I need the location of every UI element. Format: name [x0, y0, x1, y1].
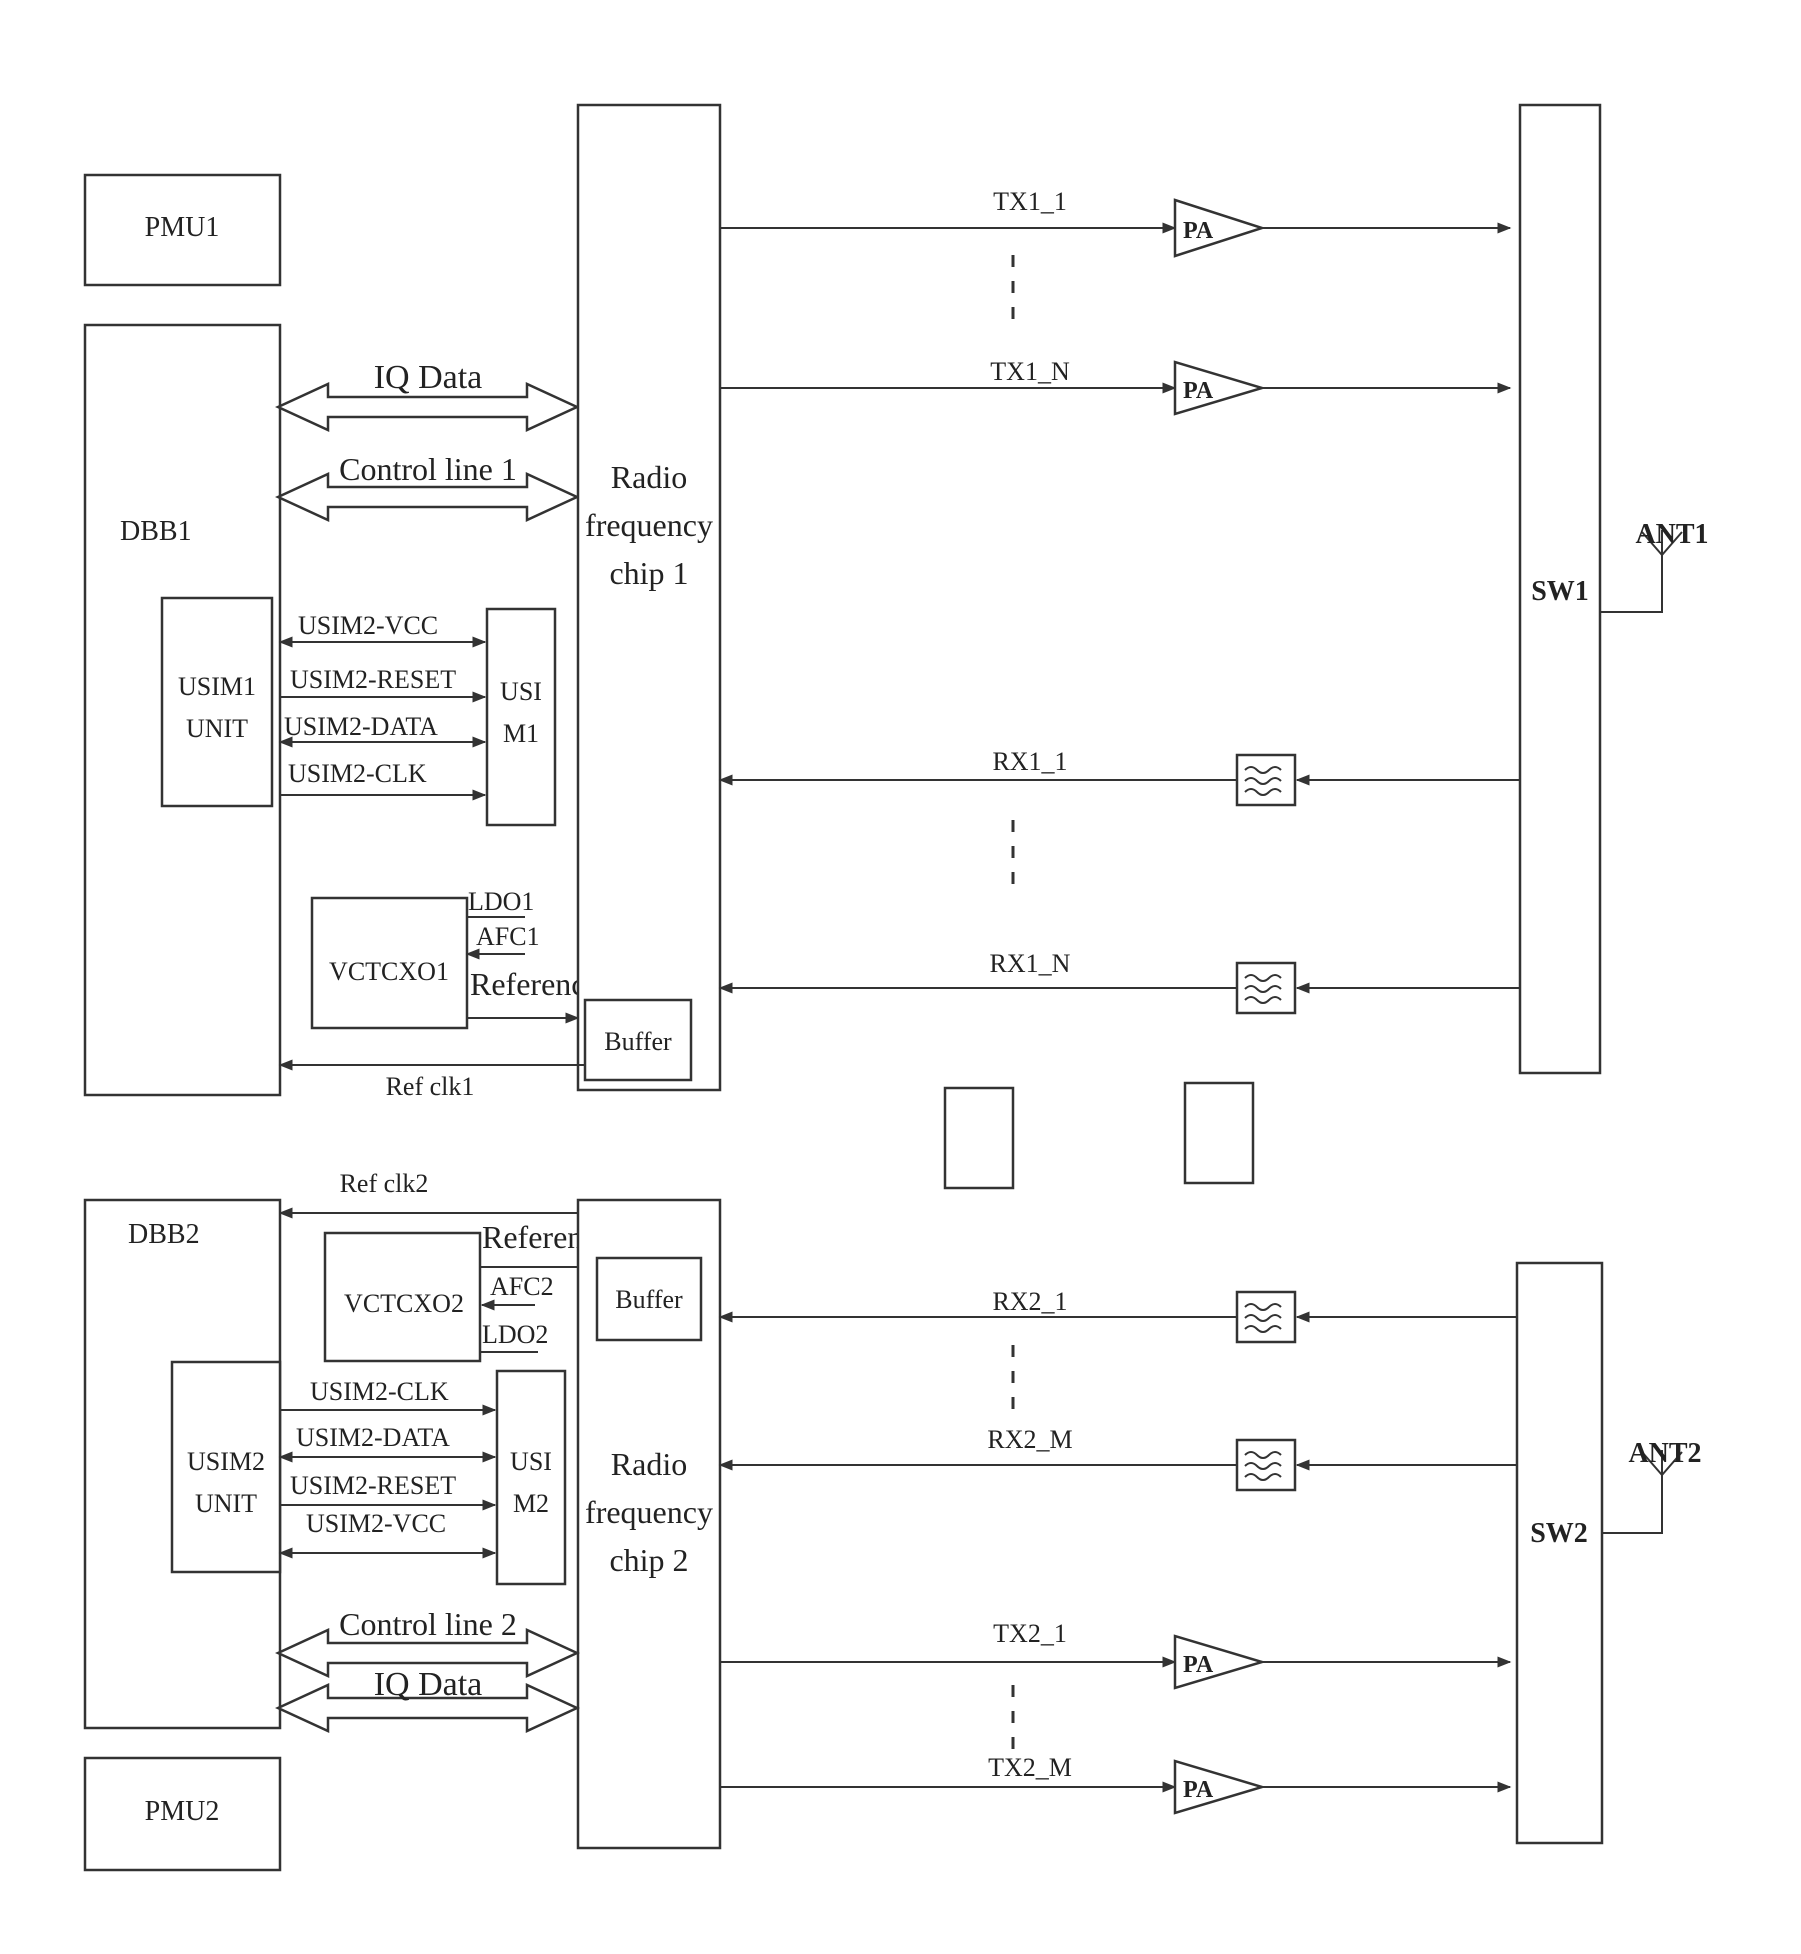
usim1-reset-label: USIM2-RESET: [290, 665, 456, 694]
usim1-unit-label-2: UNIT: [186, 714, 248, 743]
usim2-card-block: [497, 1371, 565, 1584]
iq-data-1-label: IQ Data: [374, 359, 483, 396]
rf-chip-1-label-1: Radio: [611, 459, 687, 495]
usim2-vcc-label: USIM2-VCC: [306, 1509, 446, 1538]
usim2-reset-label: USIM2-RESET: [290, 1471, 456, 1500]
vctcxo2-label: VCTCXO2: [344, 1289, 464, 1318]
pa-tx1-1-label: PA: [1183, 218, 1214, 244]
sw2-label: SW2: [1530, 1518, 1588, 1549]
afc1-label: AFC1: [476, 922, 540, 951]
pa-tx1-n-label: PA: [1183, 378, 1214, 404]
vctcxo1-label: VCTCXO1: [329, 957, 449, 986]
ref-clk1-label: Ref clk1: [386, 1072, 475, 1101]
tx2-1-label: TX2_1: [993, 1619, 1067, 1648]
sw1-label: SW1: [1531, 576, 1589, 607]
iq-data-2-label: IQ Data: [374, 1666, 483, 1703]
rf-chip-2-label-3: chip 2: [609, 1542, 688, 1578]
usim1-card-label-1: USI: [500, 677, 542, 706]
rx1-n-label: RX1_N: [990, 949, 1071, 978]
ldo2-label: LDO2: [482, 1320, 548, 1349]
rf-chip-1-block: [578, 105, 720, 1090]
buffer-2-label: Buffer: [615, 1285, 683, 1314]
usim1-unit-label-1: USIM1: [178, 672, 256, 701]
ant1-label: ANT1: [1635, 519, 1708, 550]
rf-chip-2-label-2: frequency: [585, 1494, 713, 1530]
ldo1-label: LDO1: [468, 887, 534, 916]
usim2-card-label-1: USI: [510, 1447, 552, 1476]
buffer-1-label: Buffer: [604, 1027, 672, 1056]
tx1-1-label: TX1_1: [993, 187, 1067, 216]
rf-chip-1-label-2: frequency: [585, 507, 713, 543]
dbb2-label: DBB2: [128, 1219, 200, 1250]
afc2-label: AFC2: [490, 1272, 554, 1301]
usim1-vcc-label: USIM2-VCC: [298, 611, 438, 640]
dbb1-label: DBB1: [120, 516, 192, 547]
rx1-1-label: RX1_1: [992, 747, 1067, 776]
control-line-2-label: Control line 2: [339, 1606, 517, 1642]
usim1-card-block: [487, 609, 555, 825]
usim1-clk-label: USIM2-CLK: [288, 759, 427, 788]
usim2-card-label-2: M2: [513, 1489, 549, 1518]
ant2-label: ANT2: [1628, 1438, 1701, 1469]
usim1-unit-block: [162, 598, 272, 806]
usim2-clk-label: USIM2-CLK: [310, 1377, 449, 1406]
usim1-data-label: USIM2-DATA: [284, 712, 438, 741]
control-line-1-label: Control line 1: [339, 451, 517, 487]
pa-tx2-1-label: PA: [1183, 1652, 1214, 1678]
rx2-1-label: RX2_1: [992, 1287, 1067, 1316]
rf-chip-2-label-1: Radio: [611, 1446, 687, 1482]
usim2-data-label: USIM2-DATA: [296, 1423, 450, 1452]
separator-rect-1: [945, 1088, 1013, 1188]
tx2-m-label: TX2_M: [988, 1753, 1072, 1782]
rx2-m-label: RX2_M: [987, 1425, 1072, 1454]
pmu1-label: PMU1: [145, 212, 220, 243]
sw2-block: [1517, 1263, 1602, 1843]
tx1-n-label: TX1_N: [990, 357, 1070, 386]
usim2-unit-label-1: USIM2: [187, 1447, 265, 1476]
pmu2-label: PMU2: [145, 1796, 220, 1827]
usim1-card-label-2: M1: [503, 719, 539, 748]
rf-chip-1-label-3: chip 1: [609, 555, 688, 591]
usim2-unit-label-2: UNIT: [195, 1489, 257, 1518]
separator-rect-2: [1185, 1083, 1253, 1183]
pa-tx2-m-label: PA: [1183, 1777, 1214, 1803]
ref-clk2-label: Ref clk2: [340, 1169, 429, 1198]
